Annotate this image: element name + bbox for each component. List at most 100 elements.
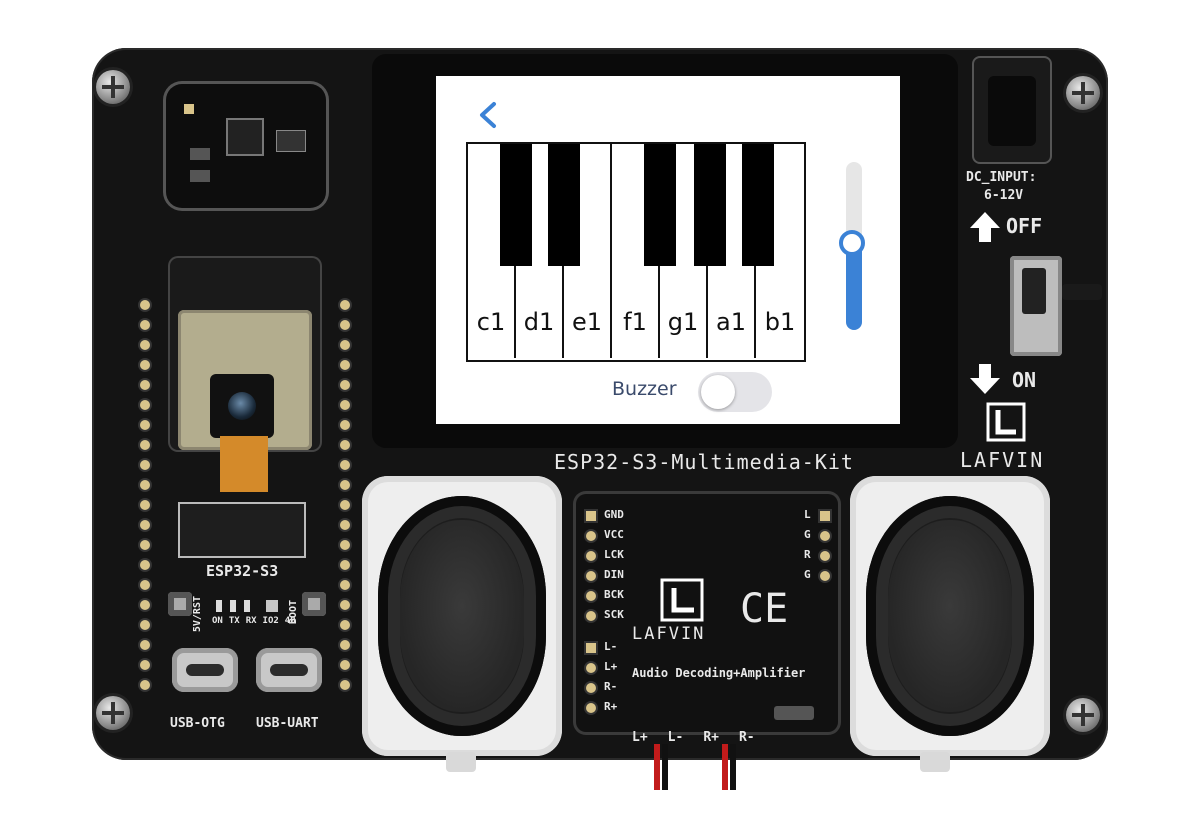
ce-mark: CE [740,586,789,632]
pin-header-left [140,300,152,700]
screw-icon [96,696,130,730]
header-pin [340,500,350,510]
amp-pin-label: VCC [604,528,624,541]
piano-black-key[interactable] [548,144,580,266]
fpc-connector [180,504,304,556]
header-pin [340,460,350,470]
buzzer-toggle[interactable] [698,372,772,412]
power-switch-lever[interactable] [1062,284,1102,300]
power-switch[interactable] [1010,256,1062,356]
volume-slider-track[interactable] [839,162,865,330]
header-pin [340,380,350,390]
header-pin [340,640,350,650]
header-pin [340,440,350,450]
reset-button-label: 5V/RST [192,596,203,633]
amp-pin [820,531,830,541]
amp-pin [586,683,596,693]
header-pin [140,360,150,370]
led-labels: ON TX RX IO2 48 [212,616,296,626]
header-pin [140,300,150,310]
header-pin [340,340,350,350]
usb-uart-port[interactable] [256,648,322,692]
header-pin [340,680,350,690]
header-pin [140,660,150,670]
header-pin [140,600,150,610]
amp-pin-label: R [804,548,811,561]
header-pin [140,580,150,590]
switch-off-label: OFF [1006,214,1043,238]
amp-pin [586,643,596,653]
header-pin [140,320,150,330]
status-leds [216,600,286,614]
pin-header-right [340,300,352,700]
dc-input-label: DC_INPUT: [966,170,1037,185]
amp-pin-label: SCK [604,608,624,621]
amp-pin-label: R+ [604,700,618,713]
usb-otg-port[interactable] [172,648,238,692]
camera-module [210,374,274,438]
volume-slider-fill [846,243,862,330]
back-chevron-icon[interactable] [476,100,500,130]
header-pin [140,440,150,450]
piano-black-key[interactable] [500,144,532,266]
amp-pin [586,511,596,521]
header-pin [340,580,350,590]
header-pin [140,480,150,490]
header-pin [140,420,150,430]
amp-pin-label: R- [604,680,618,693]
wire [722,744,728,790]
speaker-left [378,496,546,736]
header-pin [340,540,350,550]
reset-button[interactable] [168,592,192,616]
amp-pin-label: BCK [604,588,624,601]
board-title: ESP32-S3-Multimedia-Kit [554,450,854,474]
header-pin [140,680,150,690]
amp-brand: LAFVIN [632,624,706,644]
volume-slider-knob[interactable] [839,230,865,256]
lcd-screen: c1 d1 e1 f1 g1 a1 b1 Buzzer [436,76,900,424]
amp-pin [586,663,596,673]
piano-black-key[interactable] [644,144,676,266]
wire [654,744,660,790]
switch-on-label: ON [1012,368,1037,392]
speaker-right [866,496,1034,736]
speaker-wire-right [920,752,950,772]
sensor-module [166,84,326,208]
piano-black-key[interactable] [742,144,774,266]
amp-pin [586,591,596,601]
boot-button[interactable] [302,592,326,616]
camera-lens-icon [228,392,256,420]
header-pin [140,340,150,350]
usb-otg-label: USB-OTG [170,716,225,731]
piano-black-key[interactable] [694,144,726,266]
amp-pin [820,571,830,581]
buzzer-label: Buzzer [612,378,677,400]
header-pin [140,380,150,390]
amp-pin-label: L+ [604,660,618,673]
amp-pin [820,511,830,521]
dc-input-range: 6-12V [984,188,1024,203]
header-pin [340,300,350,310]
wire-label-lm: L- [667,730,684,745]
header-pin [140,560,150,570]
amp-pin [820,551,830,561]
header-pin [340,620,350,630]
led-label-tx: TX [228,616,240,626]
header-pin [140,400,150,410]
camera-flex-cable [220,436,268,492]
dc-jack[interactable] [974,58,1050,162]
amp-pin-label: GND [604,508,624,521]
lafvin-logo-icon [986,402,1026,442]
amp-pin-label: LCK [604,548,624,561]
header-pin [340,360,350,370]
led-label-rx: RX [245,616,257,626]
header-pin [140,640,150,650]
amp-pin-label: DIN [604,568,624,581]
header-pin [340,480,350,490]
wire [662,744,668,790]
amp-pin-label: L- [604,640,618,653]
header-pin [340,600,350,610]
wire-label-lp: L+ [632,730,648,745]
header-pin [340,400,350,410]
amp-pin [586,531,596,541]
